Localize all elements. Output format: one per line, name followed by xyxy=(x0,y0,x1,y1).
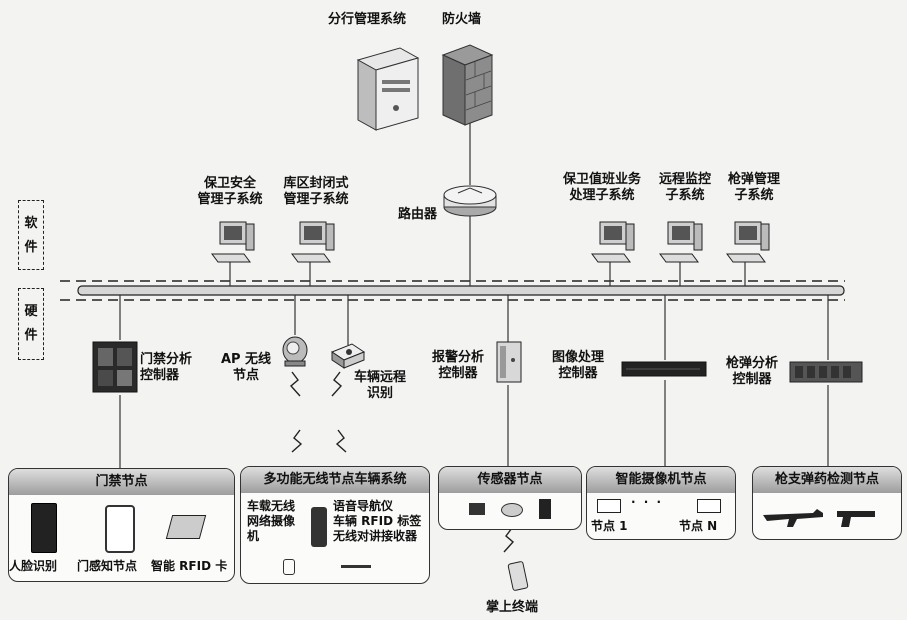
rfid-tag-icon xyxy=(341,565,371,568)
warehouse-management-label: 库区封闭式管理子系统 xyxy=(272,176,360,208)
access-node-panel: 门禁节点 人脸识别 门感知节点 智能 RFID 卡 xyxy=(8,468,235,582)
router-icon xyxy=(444,186,496,216)
gun-controller-icon xyxy=(790,362,862,382)
ap-node-icon xyxy=(283,337,307,366)
wireless-vehicle-panel: 多功能无线节点车辆系统 车载无线网络摄像机 语音导航仪车辆 RFID 标签无线对… xyxy=(240,466,430,584)
camera-node-1-label: 节点 1 xyxy=(591,517,628,534)
navigation-devices-label: 语音导航仪车辆 RFID 标签无线对讲接收器 xyxy=(333,499,421,544)
software-section-box: 软 件 xyxy=(18,200,44,270)
hardware-section-label-1: 硬 xyxy=(19,303,43,321)
intercom-icon xyxy=(283,559,295,575)
workstation-icon-2 xyxy=(292,222,334,262)
rfid-card-label: 智能 RFID 卡 xyxy=(151,557,227,574)
camera-icon-1 xyxy=(597,499,621,513)
image-controller-label: 图像处理控制器 xyxy=(544,350,612,382)
access-node-title: 门禁节点 xyxy=(9,469,234,495)
server-label: 分行管理系统 xyxy=(328,12,406,28)
gun-detection-panel: 枪支弹药检测节点 xyxy=(752,466,902,540)
rifle-icon xyxy=(763,509,823,527)
firewall-icon xyxy=(443,45,492,125)
face-recognition-label: 人脸识别 xyxy=(9,557,57,574)
door-sensor-label: 门感知节点 xyxy=(77,557,137,574)
image-controller-icon xyxy=(622,362,706,376)
sensor-icon-3 xyxy=(539,499,551,519)
camera-node-n-label: 节点 N xyxy=(679,517,717,534)
alarm-controller-label: 报警分析控制器 xyxy=(424,350,492,382)
camera-icon-n xyxy=(697,499,721,513)
smoke-detector-icon xyxy=(501,503,523,517)
router-label: 路由器 xyxy=(398,207,437,223)
remote-monitoring-label: 远程监控子系统 xyxy=(650,172,720,204)
vehicle-recognition-icon xyxy=(332,344,364,368)
sensor-node-title: 传感器节点 xyxy=(439,467,581,493)
vehicle-camera-label: 车载无线网络摄像机 xyxy=(247,499,295,544)
camera-dots: · · · xyxy=(631,495,663,509)
rifle-pistol-icons xyxy=(753,493,901,539)
firewall-label: 防火墙 xyxy=(442,12,481,28)
security-management-label: 保卫安全管理子系统 xyxy=(190,176,270,208)
access-controller-label: 门禁分析控制器 xyxy=(140,352,192,384)
ap-node-label: AP 无线节点 xyxy=(218,352,274,384)
face-recognition-icon xyxy=(31,503,57,553)
rfid-card-icon xyxy=(166,515,206,539)
pistol-icon xyxy=(837,511,875,527)
software-section-label-1: 软 xyxy=(19,215,43,233)
hardware-section-box: 硬 件 xyxy=(18,288,44,360)
sensor-icon-1 xyxy=(469,503,485,515)
hardware-section-label-2: 件 xyxy=(19,327,43,345)
vehicle-recognition-label: 车辆远程识别 xyxy=(346,370,414,402)
workstation-icon-4 xyxy=(660,222,702,262)
vehicle-camera-icon xyxy=(311,507,327,547)
server-icon xyxy=(358,48,418,130)
handheld-terminal-label: 掌上终端 xyxy=(486,600,538,616)
workstation-icon-1 xyxy=(212,222,254,262)
sensor-node-panel: 传感器节点 xyxy=(438,466,582,530)
alarm-controller-icon xyxy=(497,342,521,382)
camera-node-title: 智能摄像机节点 xyxy=(587,467,735,493)
camera-node-panel: 智能摄像机节点 · · · 节点 1 节点 N xyxy=(586,466,736,540)
door-sensor-icon xyxy=(105,505,135,553)
software-section-label-2: 件 xyxy=(19,239,43,257)
workstation-icon-3 xyxy=(592,222,634,262)
network-bus xyxy=(78,286,844,295)
access-controller-icon xyxy=(93,342,137,392)
gun-detection-title: 枪支弹药检测节点 xyxy=(753,467,901,493)
gun-management-label: 枪弹管理子系统 xyxy=(718,172,790,204)
wireless-vehicle-title: 多功能无线节点车辆系统 xyxy=(241,467,429,493)
duty-processing-label: 保卫值班业务处理子系统 xyxy=(552,172,652,204)
gun-controller-label: 枪弹分析控制器 xyxy=(718,356,786,388)
workstation-icon-5 xyxy=(727,222,769,262)
